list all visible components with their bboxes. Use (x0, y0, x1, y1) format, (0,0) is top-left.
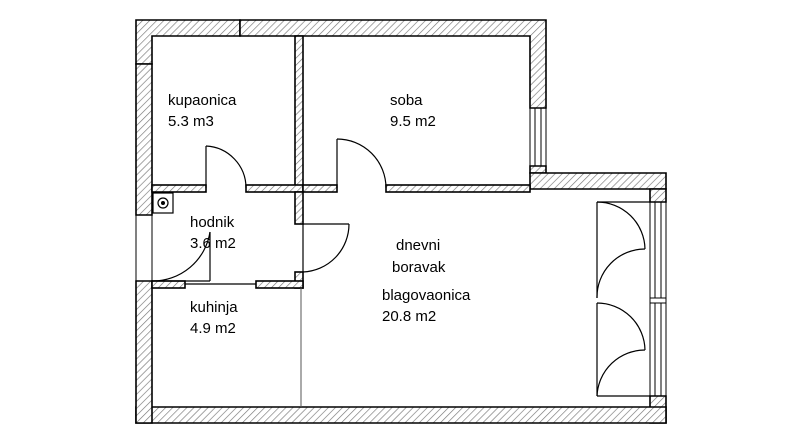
room-labels: kupaonica 5.3 m3 soba 9.5 m2 hodnik 3.6 … (168, 92, 471, 337)
door-balcony-lower (596, 302, 650, 397)
room-area-dnevni: 20.8 m2 (382, 308, 436, 325)
room-name-dnevni-line2: boravak (392, 259, 446, 276)
room-name-dnevni-line1: dnevni (396, 237, 440, 254)
wall-soba-right-lower (529, 165, 547, 174)
window-soba (529, 108, 547, 166)
room-area-hodnik: 3.6 m2 (190, 235, 236, 252)
room-name-soba: soba (390, 92, 423, 109)
room-area-kupaonica: 5.3 m3 (168, 113, 214, 130)
wall-soba-bottom-right (385, 184, 531, 193)
wall-hall-kitchen-left (151, 280, 186, 289)
wall-bottom (135, 406, 667, 424)
interior-walls (151, 35, 531, 289)
door-balcony-upper (596, 201, 650, 299)
window-living (649, 202, 667, 396)
wall-left-upper (135, 19, 241, 65)
boiler-icon (152, 192, 174, 214)
door-entrance (151, 231, 211, 282)
wall-left-lower (135, 280, 153, 424)
windows (529, 108, 667, 396)
room-name-kupaonica: kupaonica (168, 92, 237, 109)
room-name-kuhinja: kuhinja (190, 299, 238, 316)
wall-hall-right-top (294, 191, 304, 225)
room-area-soba: 9.5 m2 (390, 113, 436, 130)
room-name-dnevni-line3: blagovaonica (382, 287, 471, 304)
wall-bath-bottom-left (151, 184, 207, 193)
room-area-kuhinja: 4.9 m2 (190, 320, 236, 337)
wall-soba-bottom-left (302, 184, 338, 193)
door-bathroom (205, 145, 247, 189)
wall-bath-room (294, 35, 304, 192)
doors (151, 138, 650, 397)
wall-bath-bottom-right (245, 184, 304, 193)
entrance-opening (135, 215, 153, 281)
wall-step (529, 172, 667, 190)
room-name-hodnik: hodnik (190, 214, 235, 231)
door-living (302, 223, 350, 273)
door-soba (336, 138, 387, 189)
wall-hall-kitchen-right (255, 280, 304, 289)
wall-left-upper-2 (135, 63, 153, 216)
wall-living-right-top (649, 188, 667, 203)
